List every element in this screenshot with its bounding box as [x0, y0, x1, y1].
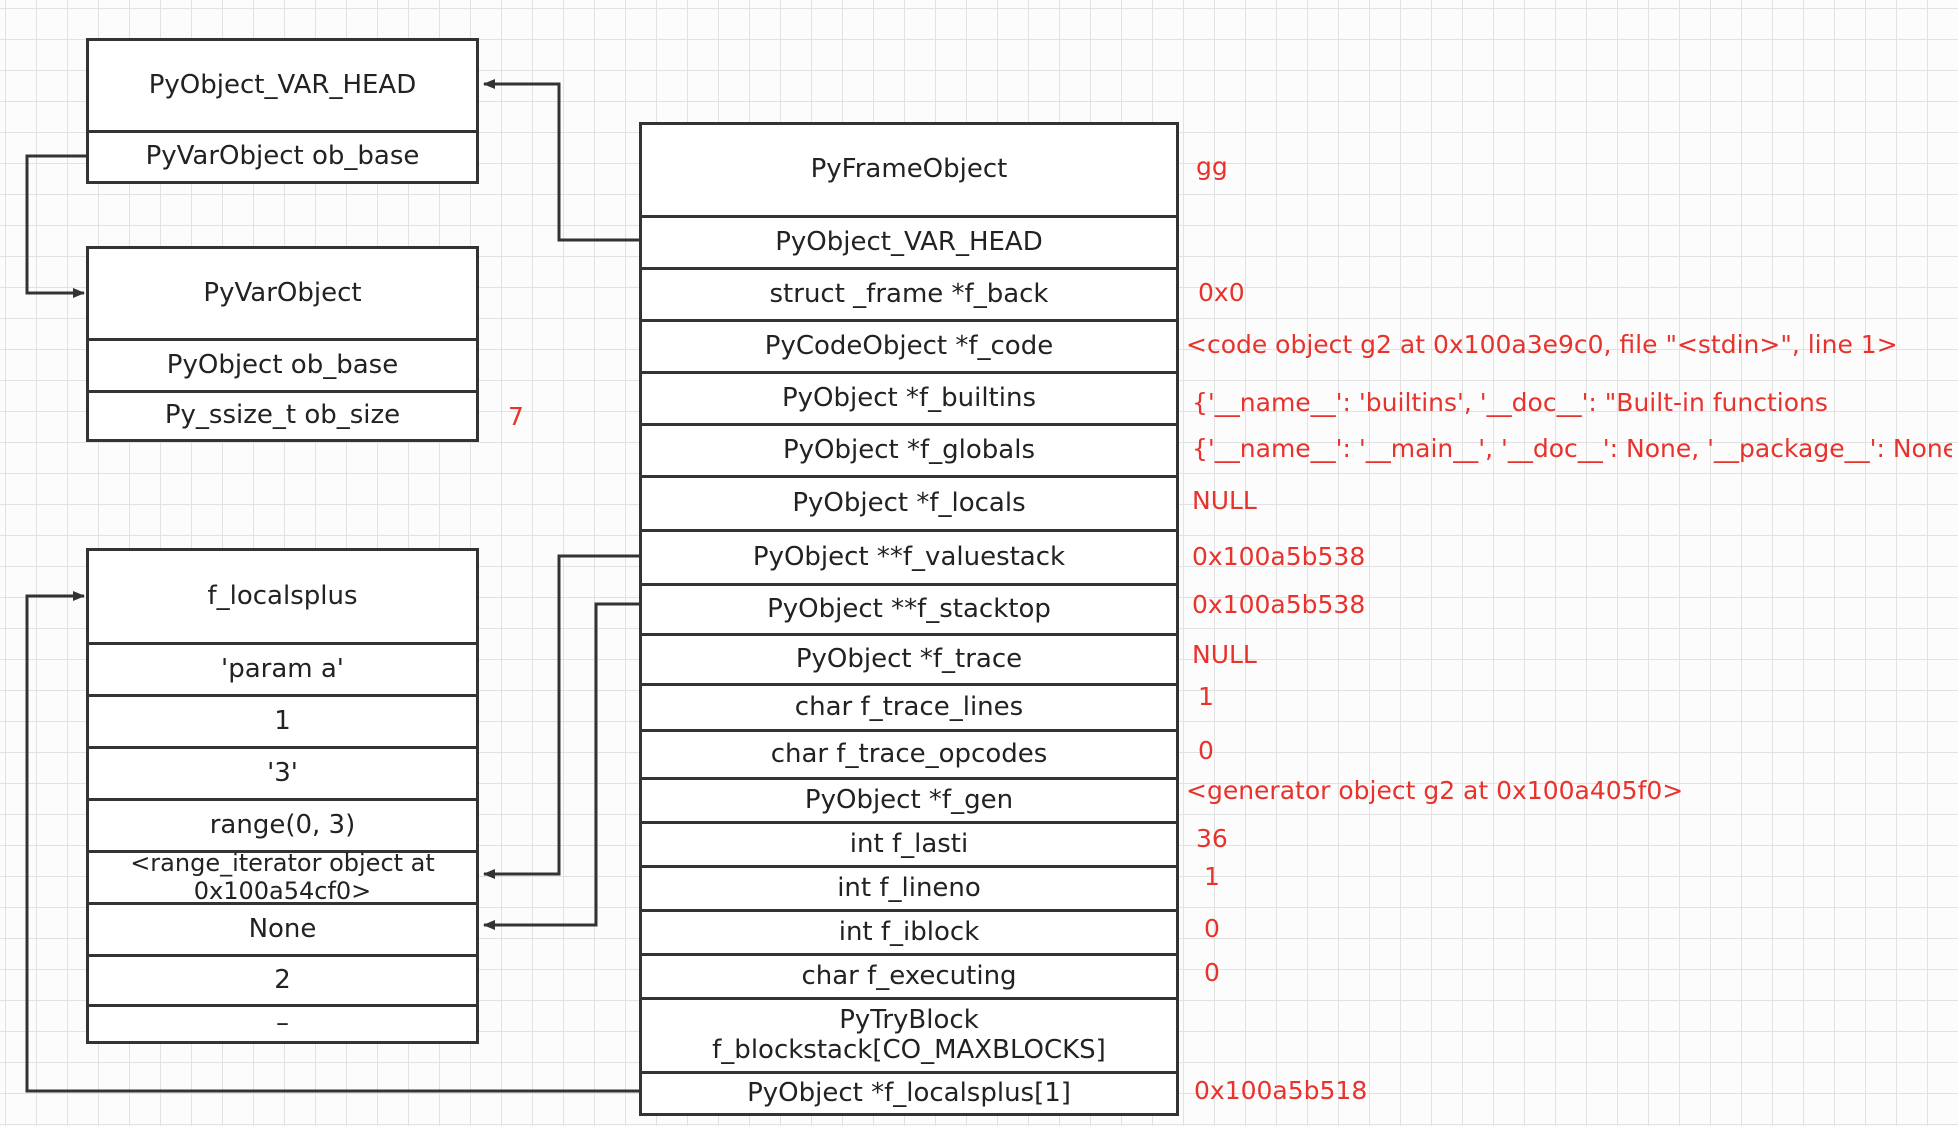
frame-field-f-stacktop: PyObject **f_stacktop: [642, 583, 1176, 633]
arrow-valuestack: [483, 554, 640, 879]
var-head-ob-base: PyVarObject ob_base: [89, 130, 476, 181]
frame-field-f-valuestack: PyObject **f_valuestack: [642, 529, 1176, 583]
annotation-ob-size: 7: [508, 402, 524, 431]
var-head-title: PyObject_VAR_HEAD: [148, 69, 417, 100]
frame-field-f-gen: PyObject *f_gen: [642, 777, 1176, 821]
annotation-f-builtins: {'__name__': 'builtins', '__doc__': "Bui…: [1192, 388, 1828, 417]
annotation-f-lineno: 1: [1204, 862, 1220, 891]
annotation-f-localsplus: 0x100a5b518: [1194, 1076, 1368, 1105]
pyvarobject-title: PyVarObject: [203, 277, 362, 308]
localsplus-item: range(0, 3): [89, 798, 476, 850]
frame-field-f-executing: char f_executing: [642, 953, 1176, 997]
frame-field-f-iblock: int f_iblock: [642, 909, 1176, 953]
frame-title: PyFrameObject: [810, 154, 1008, 185]
frame-field-f-builtins: PyObject *f_builtins: [642, 371, 1176, 423]
arrow-ob-base-to-pyvarobject: [25, 154, 87, 298]
frame-field-f-trace-lines: char f_trace_lines: [642, 683, 1176, 729]
annotation-f-trace: NULL: [1192, 640, 1257, 669]
frame-field-f-trace: PyObject *f_trace: [642, 633, 1176, 683]
localsplus-item: 1: [89, 694, 476, 746]
pyvarobject-ob-base: PyObject ob_base: [89, 338, 476, 390]
localsplus-item: 'param a': [89, 642, 476, 694]
frame-field-f-lasti: int f_lasti: [642, 821, 1176, 865]
annotation-f-trace-lines: 1: [1198, 682, 1214, 711]
annotation-f-code: <code object g2 at 0x100a3e9c0, file "<s…: [1186, 330, 1898, 359]
annotation-f-trace-opcodes: 0: [1198, 736, 1214, 765]
annotation-f-back: 0x0: [1198, 278, 1245, 307]
frame-field-f-trace-opcodes: char f_trace_opcodes: [642, 729, 1176, 777]
frame-field-f-locals: PyObject *f_locals: [642, 475, 1176, 529]
localsplus-item: –: [89, 1004, 476, 1041]
annotation-f-locals: NULL: [1192, 486, 1257, 515]
frame-field-f-blockstack: PyTryBlock f_blockstack[CO_MAXBLOCKS]: [642, 997, 1176, 1071]
var-head-struct: PyObject_VAR_HEAD PyVarObject ob_base: [86, 38, 479, 184]
arrow-frame-var-head: [483, 79, 640, 242]
annotation-f-executing: 0: [1204, 958, 1220, 987]
arrow-localsplus: [25, 591, 640, 1093]
localsplus-item: '3': [89, 746, 476, 798]
annotation-f-gen: <generator object g2 at 0x100a405f0>: [1186, 776, 1684, 805]
frame-field-f-globals: PyObject *f_globals: [642, 423, 1176, 475]
localsplus-title: f_localsplus: [207, 580, 358, 611]
annotation-frame-name: gg: [1196, 152, 1228, 181]
frame-field-var-head: PyObject_VAR_HEAD: [642, 215, 1176, 267]
annotation-f-globals: {'__name__': '__main__', '__doc__': None…: [1192, 434, 1952, 463]
frame-field-f-back: struct _frame *f_back: [642, 267, 1176, 319]
localsplus-item: None: [89, 902, 476, 954]
pyframeobject-struct: PyFrameObject PyObject_VAR_HEAD struct _…: [639, 122, 1179, 1116]
annotation-f-stacktop: 0x100a5b538: [1192, 590, 1366, 619]
annotation-f-lasti: 36: [1196, 824, 1228, 853]
pyvarobject-struct: PyVarObject PyObject ob_base Py_ssize_t …: [86, 246, 479, 442]
arrow-stacktop: [483, 602, 640, 930]
localsplus-item: 2: [89, 954, 476, 1004]
annotation-f-valuestack: 0x100a5b538: [1192, 542, 1366, 571]
frame-field-f-localsplus: PyObject *f_localsplus[1]: [642, 1071, 1176, 1113]
frame-field-f-code: PyCodeObject *f_code: [642, 319, 1176, 371]
localsplus-array: f_localsplus 'param a' 1 '3' range(0, 3)…: [86, 548, 479, 1044]
localsplus-item: <range_iterator object at 0x100a54cf0>: [89, 849, 476, 904]
annotation-f-iblock: 0: [1204, 914, 1220, 943]
frame-field-f-lineno: int f_lineno: [642, 865, 1176, 909]
pyvarobject-ob-size: Py_ssize_t ob_size: [89, 390, 476, 439]
